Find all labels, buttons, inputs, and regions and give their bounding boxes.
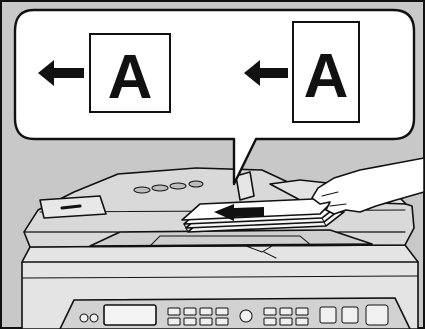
panel-letter: A bbox=[108, 43, 153, 112]
lcd-display bbox=[104, 305, 156, 325]
exit-tray bbox=[90, 230, 372, 246]
panel-letter: A bbox=[304, 42, 349, 111]
